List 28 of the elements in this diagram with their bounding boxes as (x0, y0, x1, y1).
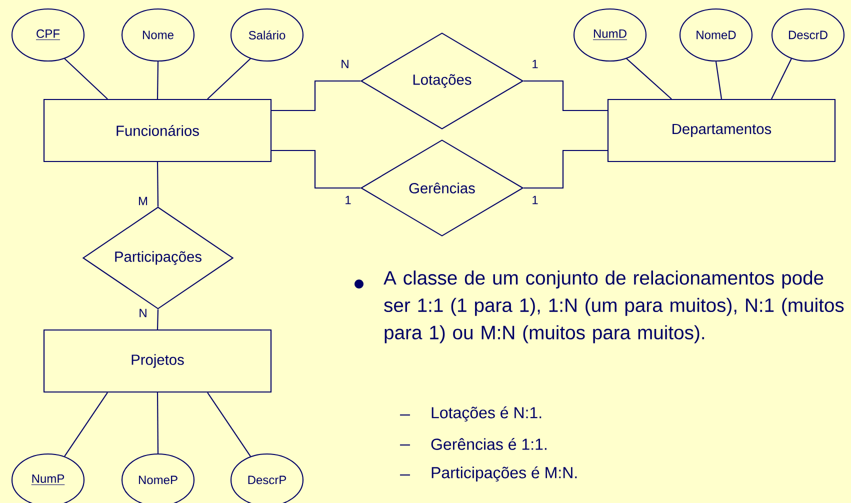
connector-line (156, 162, 159, 207)
connector-line (156, 392, 159, 454)
connector-line (207, 392, 251, 457)
entity-box: Departamentos (607, 98, 836, 162)
bullet-text: A classe de um conjunto de relacionamentos pode ser 1:1 (1 para 1), 1:N (um para muitos), N:1 (muitos para 1) ou M:N (muitos para muitos). (384, 270, 844, 344)
connector-line (272, 80, 360, 112)
connector-line (524, 80, 608, 112)
list-item: Participações é M:N. (432, 466, 577, 482)
cardinality-label: 1 (346, 196, 351, 204)
connector-line (64, 58, 108, 100)
connector-line (771, 58, 792, 100)
entity-box: Projetos (43, 329, 272, 393)
connector-line (626, 58, 672, 100)
connector-line (272, 150, 360, 189)
connector-line (207, 58, 251, 100)
cardinality-label: M (139, 196, 148, 206)
cardinality-label: 1 (532, 196, 538, 204)
connector-line (64, 392, 108, 457)
cardinality-label: N (140, 308, 146, 318)
connector-line (715, 61, 722, 100)
cardinality-label: 1 (532, 60, 538, 68)
connector-line (156, 309, 159, 330)
cardinality-label: N (342, 60, 348, 68)
connector-line (524, 150, 608, 189)
list-item: Lotações é N:1. (432, 406, 542, 422)
list-item: Gerências é 1:1. (431, 438, 546, 450)
entity-box: Funcionários (43, 98, 272, 162)
connector-line (156, 62, 159, 99)
